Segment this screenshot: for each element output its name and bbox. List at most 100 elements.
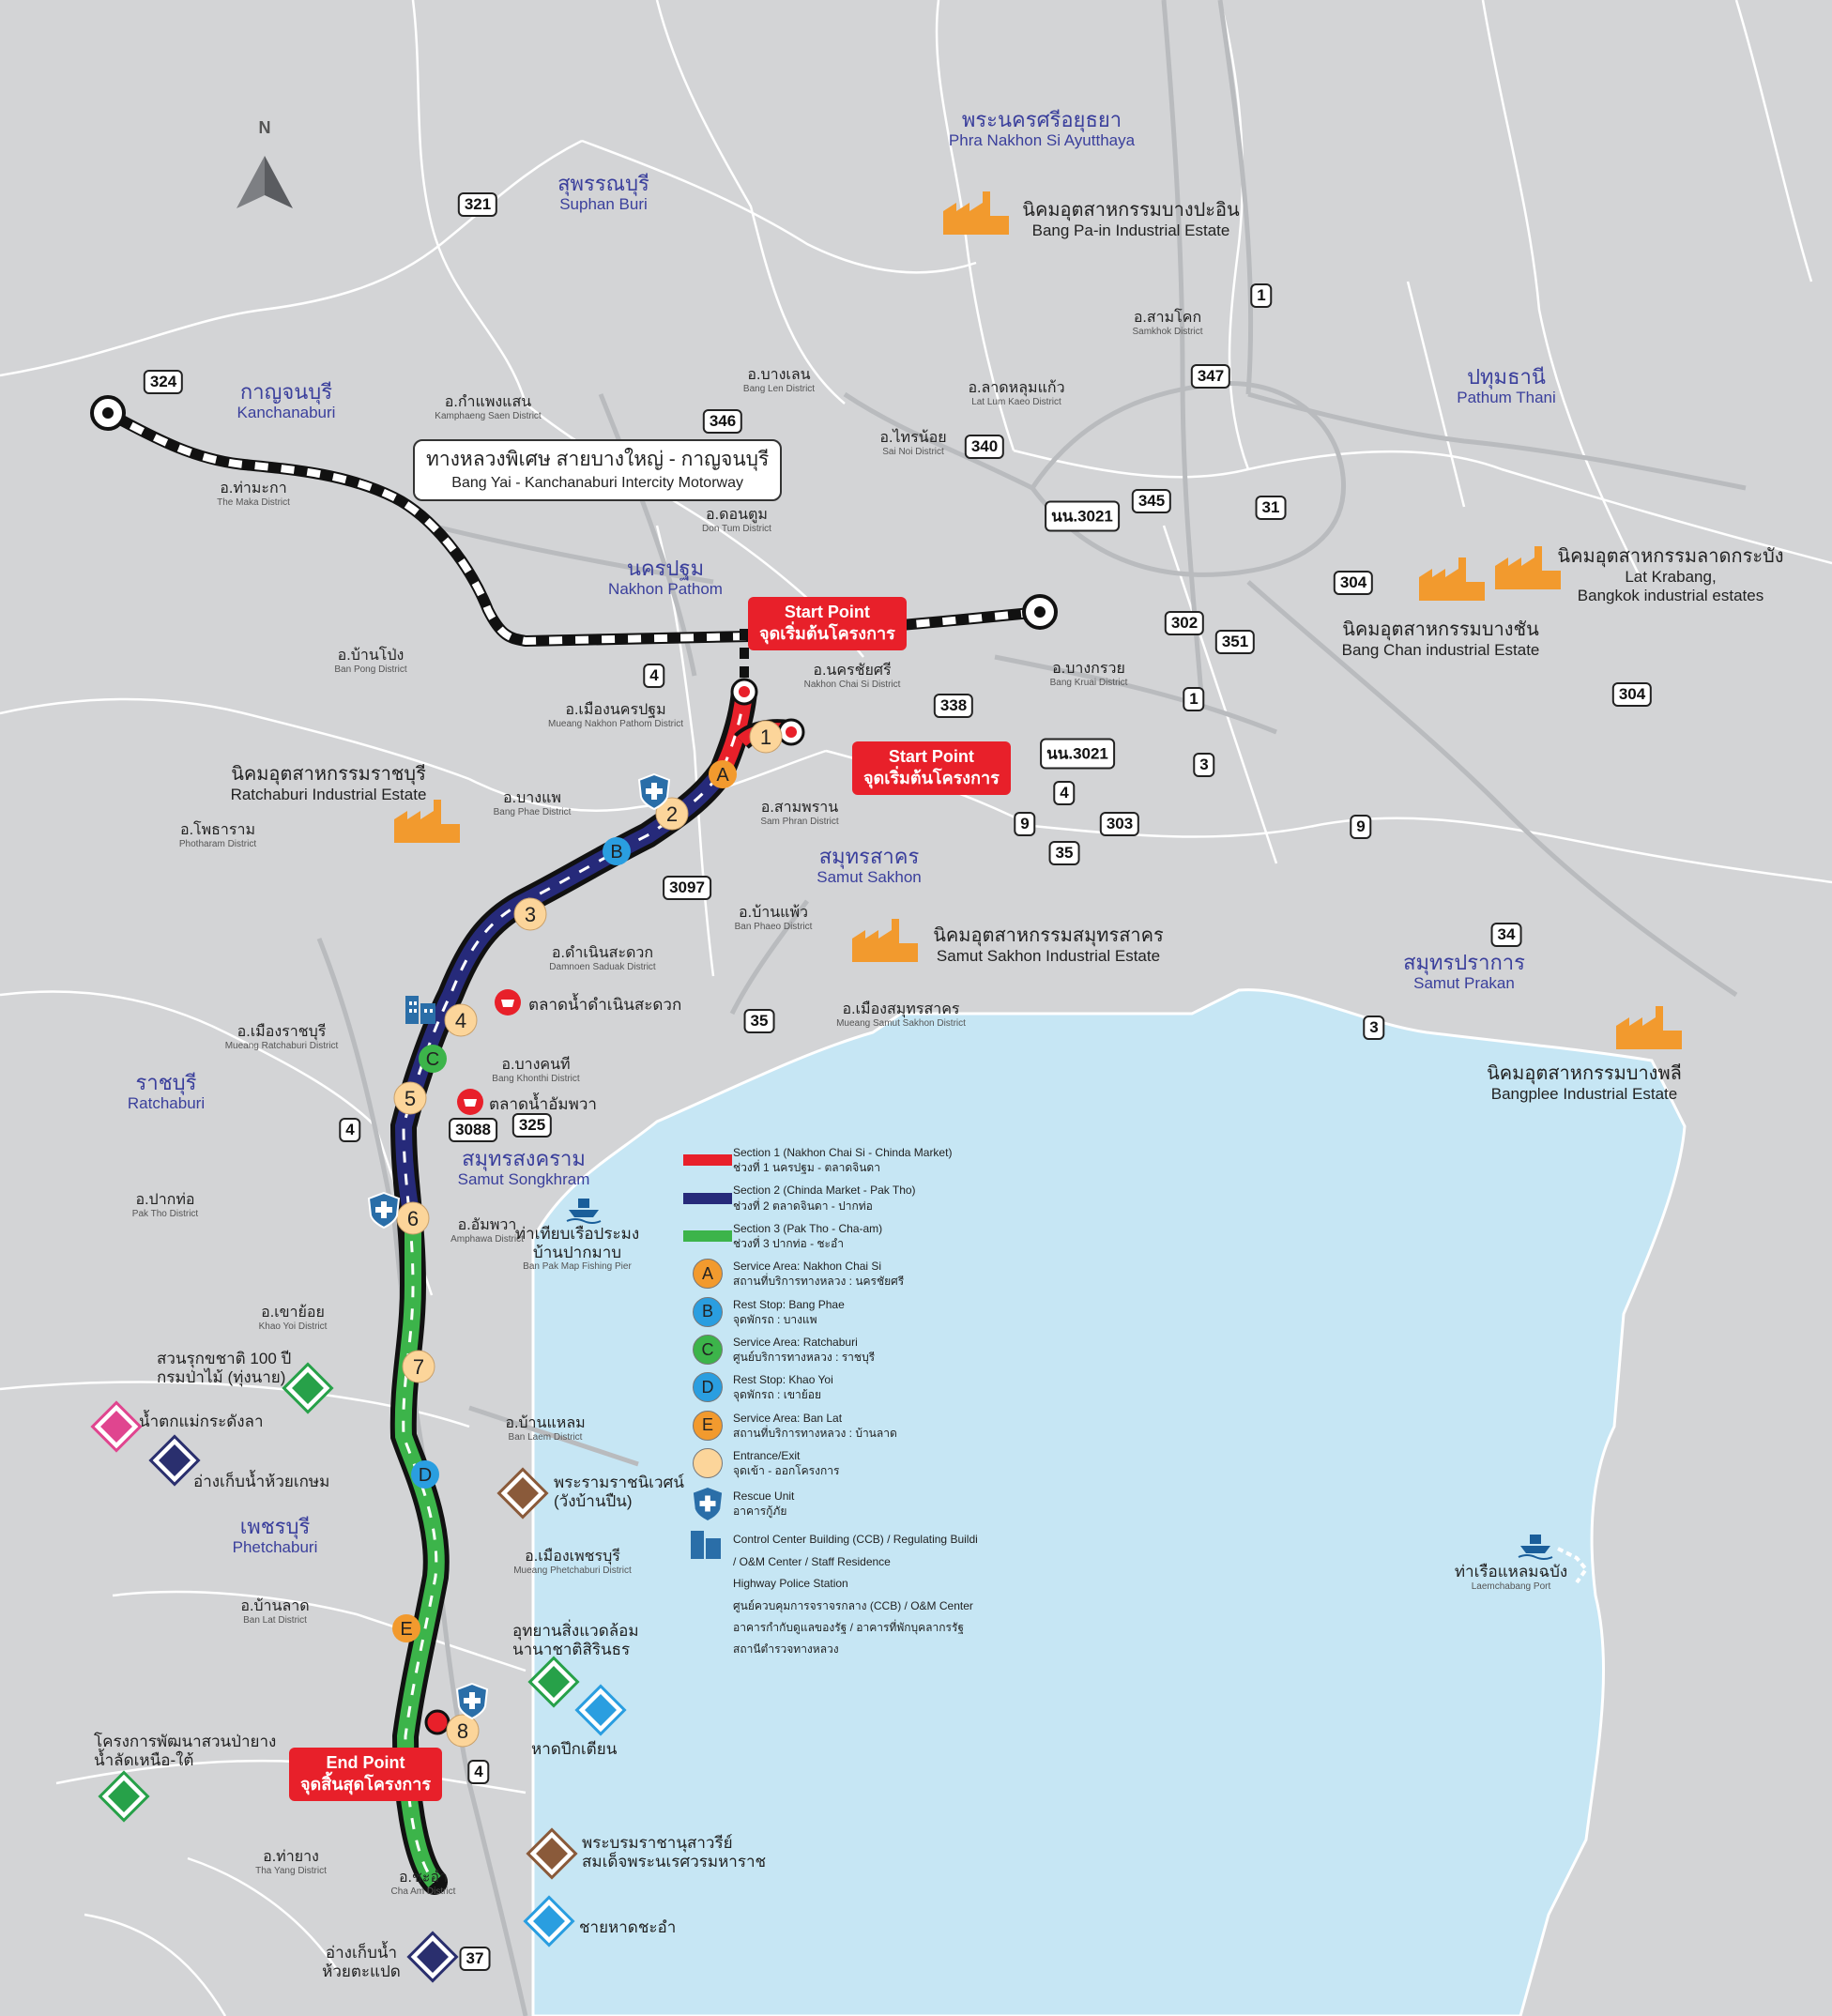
palace-icon — [496, 1467, 549, 1520]
reservoir-icon — [406, 1931, 459, 1983]
start-point-label-en: Start Point — [784, 603, 870, 621]
road-shield: 31 — [1255, 496, 1287, 520]
road-shield: 4 — [339, 1118, 361, 1142]
road-shield: 346 — [702, 409, 743, 434]
entrance-2-marker — [655, 797, 689, 831]
service-a-label: A — [716, 765, 729, 786]
end-point-marker — [424, 1709, 450, 1735]
start-point-label-th: จุดเริ่มต้นโครงการ — [863, 769, 1000, 788]
road-shield: 347 — [1190, 364, 1231, 389]
district-label: อ.เมืองราชบุรีMueang Ratchaburi District — [224, 1024, 339, 1052]
start-point-callout-right: Start Point จุดเริ่มต้นโครงการ — [852, 741, 1011, 795]
road-shield: นน.3021 — [1040, 738, 1115, 770]
road-shield: 338 — [933, 694, 974, 718]
service-b-marker — [603, 837, 631, 865]
map-legend: Section 1 (Nakhon Chai Si - Chinda Marke… — [682, 1145, 1039, 1669]
road-shield: 345 — [1131, 489, 1172, 513]
entrance-8-marker — [446, 1714, 480, 1748]
ccb-building-icon — [405, 996, 435, 1024]
motorway-terminus-west — [90, 395, 126, 431]
road-shield: 302 — [1164, 611, 1205, 635]
entrance-6-marker — [396, 1201, 430, 1235]
poi-label: น้ำตกแม่กระดังลา — [139, 1413, 264, 1430]
entrance-8-label: 8 — [457, 1719, 468, 1743]
road-shield: 351 — [1214, 630, 1256, 654]
factory-icons — [394, 191, 1682, 1049]
road-shield: 1 — [1183, 687, 1205, 711]
rescue-units — [367, 772, 671, 1720]
service-c-marker — [419, 1045, 447, 1073]
province-label: กาญจนบุรีKanchanaburi — [237, 380, 336, 422]
entrance-7-marker — [402, 1350, 435, 1383]
port-icon — [1518, 1535, 1553, 1560]
poi-label: อ่างเก็บน้ำห้วยตะแปด — [322, 1944, 401, 1980]
start-point-label-th: จุดเริ่มต้นโครงการ — [759, 624, 895, 644]
road-shield: 3088 — [449, 1118, 497, 1142]
start-point-label-en: Start Point — [888, 747, 974, 766]
industrial-estate-label: นิคมอุตสาหกรรมราชบุรีRatchaburi Industri… — [230, 764, 427, 803]
park-icon — [527, 1656, 580, 1708]
road-shield: 34 — [1490, 923, 1522, 947]
district-label: อ.บางคนทีBang Khonthi District — [492, 1057, 580, 1085]
factory-icon — [1616, 1006, 1682, 1049]
entrance-7-label: 7 — [413, 1355, 424, 1379]
district-label: อ.เมืองเพชรบุรีMueang Phetchaburi Distri… — [513, 1549, 632, 1577]
road-shield: 324 — [143, 370, 184, 394]
road-shield: 37 — [459, 1947, 491, 1971]
legend-swatch — [683, 1154, 732, 1167]
monument-icon — [526, 1827, 578, 1880]
province-label: สุพรรณบุรีSuphan Buri — [557, 172, 649, 214]
road-shield: 1 — [1250, 283, 1273, 308]
legend-section-2: Section 2 (Chinda Market - Pak Tho)ช่วงท… — [682, 1183, 1039, 1213]
road-shield: 340 — [964, 435, 1005, 459]
sea-area — [531, 988, 1687, 2016]
entrance-2-label: 2 — [666, 802, 678, 826]
factory-icon — [1495, 546, 1561, 589]
entrance-6-label: 6 — [407, 1207, 419, 1230]
park-icon — [282, 1362, 334, 1414]
park-icon — [98, 1770, 150, 1823]
start-point-marker-right — [777, 718, 805, 746]
factory-icon — [943, 191, 1009, 235]
entrance-1-label: 1 — [760, 725, 771, 749]
rescue-icon — [455, 1682, 489, 1720]
district-label: อ.นครชัยศรีNakhon Chai Si District — [803, 663, 901, 691]
attraction-icons — [90, 1362, 627, 1983]
beach-icon — [574, 1684, 627, 1736]
entrance-markers: 1 2 3 4 5 6 7 8 — [393, 720, 783, 1748]
road-shield: 303 — [1099, 812, 1140, 836]
end-point-label-en: End Point — [326, 1753, 405, 1772]
poi-label: สวนรุกขชาติ 100 ปีกรมป่าไม้ (ทุ่งนาย) — [157, 1350, 292, 1387]
province-label: ปทุมธานีPathum Thani — [1457, 365, 1556, 407]
